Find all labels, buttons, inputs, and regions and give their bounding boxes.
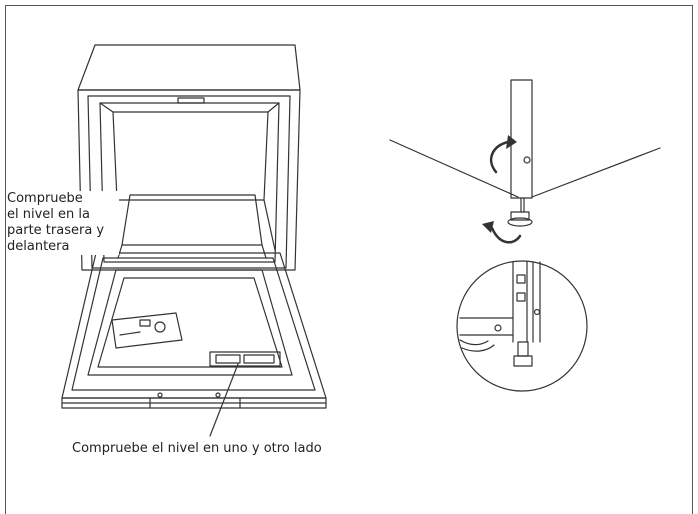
- check-side-to-side-label: Compruebe el nivel en uno y otro lado: [72, 441, 322, 457]
- dishwasher-door: [61, 252, 327, 437]
- rotation-arrows: [482, 135, 522, 244]
- check-back-front-label: Compruebe el nivel en la parte trasera y…: [7, 191, 119, 255]
- leveling-foot-detail: [389, 79, 661, 227]
- magnified-foot-detail: [456, 260, 588, 392]
